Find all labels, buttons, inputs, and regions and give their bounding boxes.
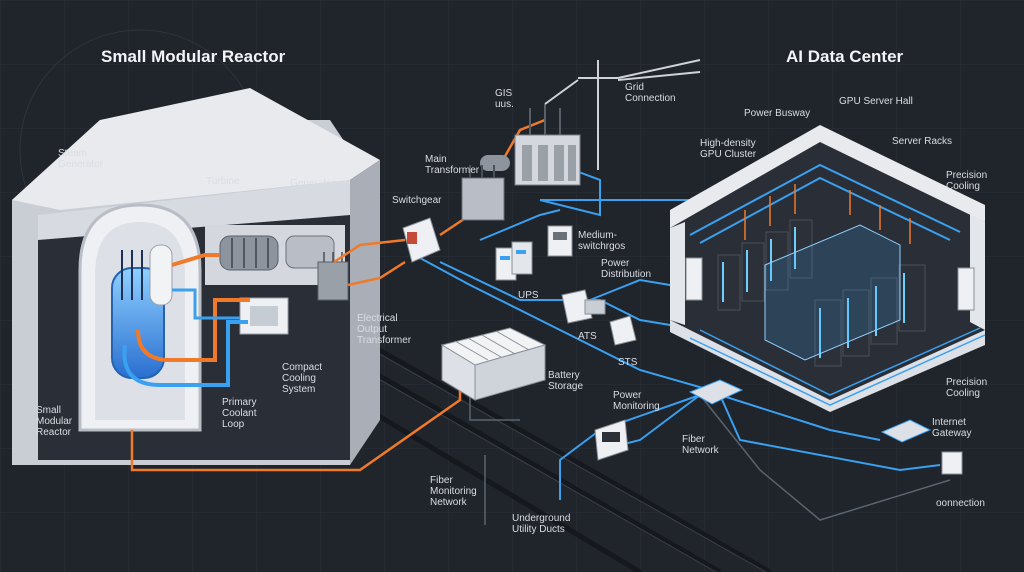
label-generator: Generator [290, 178, 336, 189]
grid-pole [544, 59, 701, 170]
label-grid-connection: Grid Connection [625, 82, 676, 104]
label-server-racks: Server Racks [892, 136, 953, 147]
label-battery-storage: Battery Storage [548, 370, 584, 392]
gis-substation [514, 104, 581, 186]
hot-coolant-loop [136, 298, 250, 362]
dc-roof-edge [670, 125, 985, 228]
main-transformer [461, 155, 510, 221]
label-ats: ATS [578, 331, 597, 342]
glass-enclosure [764, 224, 901, 361]
title-ai-data-center: AI Data Center [786, 47, 904, 66]
fiber-switch [688, 379, 744, 405]
fiber-cables [469, 394, 951, 525]
label-medium-switchgear: Medium- switchrgos [578, 230, 626, 252]
label-internet-gateway: Internet Gateway [932, 417, 972, 439]
label-small-modular-reactor: Small Modular Reactor [36, 405, 73, 438]
smr-building [12, 88, 380, 465]
data-center-building [670, 125, 986, 412]
label-connection: oonnection [936, 498, 985, 509]
sts-unit [609, 315, 637, 346]
label-power-busway: Power Busway [744, 108, 811, 119]
label-fiber-monitoring-network: Fiber Monitoring Network [430, 475, 477, 508]
label-fiber-network: Fiber Network [682, 434, 719, 456]
busway [689, 163, 961, 244]
label-gpu-server-hall: GPU Server Hall [839, 96, 913, 107]
output-transformer [317, 261, 349, 301]
label-power-distribution: Power Distribution [601, 258, 652, 280]
label-main-transformer: Main Transformer [425, 154, 480, 176]
label-power-monitoring: Power Monitoring [613, 390, 660, 412]
smr-roof [12, 88, 380, 210]
busway-drops [744, 184, 911, 244]
label-precision-cooling-top: Precision Cooling [946, 170, 988, 192]
crac-unit-right [957, 267, 975, 311]
cold-coolant-loop [122, 320, 248, 387]
label-switchgear: Switchgear [392, 195, 442, 206]
ups-cabinets [495, 241, 533, 281]
label-gis: GIS uus. [495, 88, 514, 110]
turbine [219, 235, 279, 271]
label-primary-coolant-loop: Primary Coolant Loop [222, 397, 257, 430]
cooling-pipes [689, 327, 986, 406]
label-compact-cooling-system: Compact Cooling System [282, 362, 323, 395]
power-monitoring-panel [594, 419, 629, 461]
smr-side-wall [350, 160, 380, 465]
ats-unit [561, 289, 606, 324]
label-steam-generator: Steam Generator [58, 148, 104, 170]
label-turbine: Turbine [206, 176, 240, 187]
label-sts: STS [618, 357, 638, 368]
steam-generator [149, 244, 173, 306]
internet-gateway-device [880, 419, 932, 443]
rack-status-lights [722, 227, 905, 358]
battery-storage [440, 327, 547, 401]
dc-floor [670, 320, 985, 412]
title-small-modular-reactor: Small Modular Reactor [101, 47, 286, 66]
label-ups: UPS [518, 290, 539, 301]
crac-unit-left [685, 257, 703, 301]
connection-box [941, 451, 963, 475]
label-high-density-gpu-cluster: High-density GPU Cluster [700, 138, 757, 160]
label-underground-utility-ducts: Underground Utility Ducts [512, 513, 571, 535]
label-electrical-output-transformer: Electrical Output Transformer [357, 313, 412, 346]
switchgear-cabinet [402, 217, 441, 263]
label-precision-cooling-bottom: Precision Cooling [946, 377, 988, 399]
medium-switchgear [547, 225, 573, 257]
generator [285, 235, 335, 269]
